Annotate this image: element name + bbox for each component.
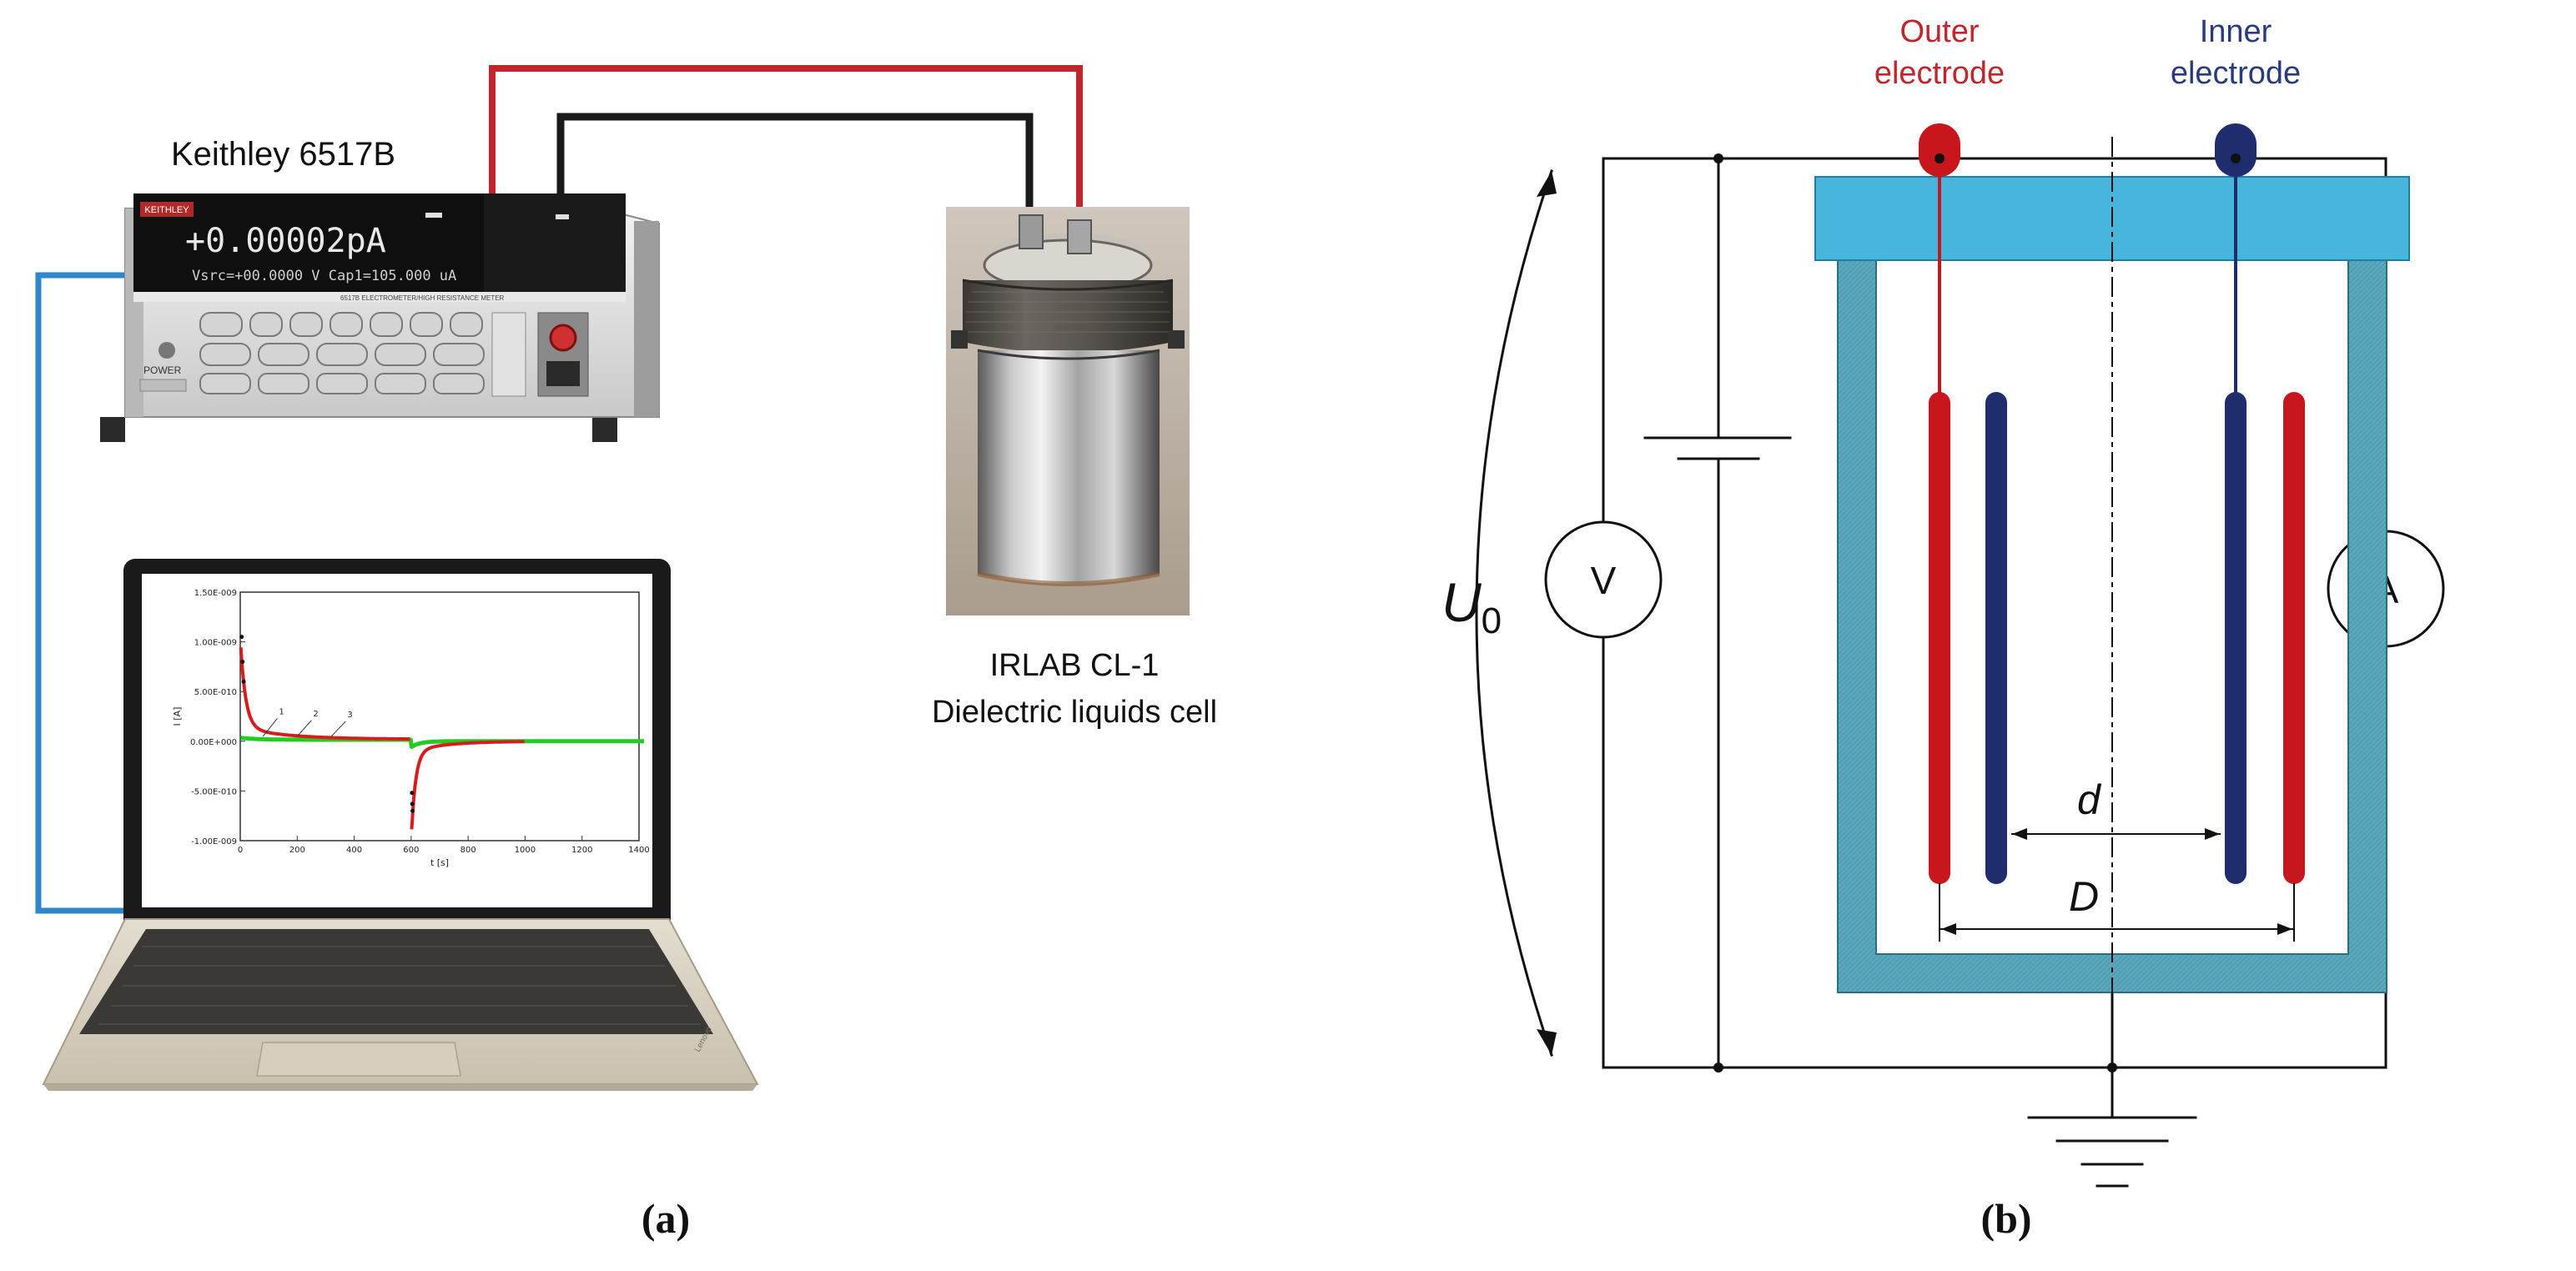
inner-electrode-label-1: Inner — [2200, 14, 2272, 49]
model-strip: 6517B ELECTROMETER/HIGH RESISTANCE METER — [340, 294, 505, 302]
panel-b: V A U0 — [1441, 14, 2445, 1242]
curve-label-leader — [296, 720, 312, 737]
dimension-d-label: d — [2077, 776, 2102, 823]
x-tick-label: 200 — [289, 846, 305, 855]
black-wire — [556, 113, 1034, 242]
x-tick-label: 1000 — [515, 846, 536, 855]
outer-electrode-left — [1929, 392, 1950, 884]
voltmeter-label: V — [1591, 559, 1617, 602]
cell-connector-inner — [1067, 219, 1092, 254]
data-point — [239, 635, 244, 640]
touchpad — [256, 1042, 461, 1077]
operate-button — [549, 324, 577, 352]
inner-electrode-left — [1985, 392, 2007, 884]
y-tick-label: 0.00E+000 — [190, 738, 237, 747]
data-point — [240, 659, 245, 664]
x-tick-label: 0 — [238, 846, 243, 855]
electrometer-title: Keithley 6517B — [171, 136, 395, 173]
caption-a: (a) — [641, 1195, 690, 1242]
data-point — [241, 679, 246, 684]
irlab-cell-photo — [946, 207, 1190, 615]
x-tick-label: 1400 — [628, 846, 649, 855]
curve-label-leader — [262, 718, 278, 737]
power-switch — [158, 342, 175, 359]
data-point — [410, 801, 415, 806]
voltage-symbol: U — [1441, 571, 1482, 633]
data-point — [410, 791, 415, 796]
caption-b: (b) — [1980, 1195, 2031, 1242]
curve-red-charge — [239, 647, 410, 741]
display-status-line: Vsrc=+00.0000 V Cap1=105.000 uA — [192, 268, 456, 284]
plot-frame — [239, 591, 640, 841]
voltage-label: U0 — [1441, 571, 1502, 641]
dimension-D-label: D — [2069, 873, 2099, 920]
y-tick-label: 1.50E-009 — [194, 589, 237, 598]
voltage-subscript: 0 — [1482, 600, 1502, 641]
outer-electrode-terminal — [1919, 123, 1960, 177]
curve-label: 2 — [313, 710, 318, 719]
x-tick-label: 600 — [403, 846, 419, 855]
laptop-screen-plot: 1.50E-009 1.00E-009 5.00E-010 0.00E+000 -5.0… — [172, 589, 650, 868]
voltmeter — [1544, 520, 1663, 639]
inner-electrode-right — [2225, 392, 2246, 884]
display-reading: +0.00002pA — [185, 222, 386, 260]
x-tick-label: 1200 — [571, 846, 592, 855]
keithley-electrometer: KEITHLEY +0.00002pA Vsrc=+00.0000 V Cap1… — [100, 193, 660, 442]
curve-green — [239, 736, 646, 749]
y-tick-label: -1.00E-009 — [191, 837, 237, 846]
front-panel-buttons — [199, 312, 485, 394]
power-label: POWER — [143, 364, 182, 376]
cell-connector-outer — [1019, 214, 1044, 249]
curve-red-discharge — [410, 740, 525, 830]
y-axis-label: I [A] — [172, 707, 183, 726]
cell-description: Dielectric liquids cell — [932, 695, 1217, 730]
red-wire — [489, 65, 1083, 242]
outer-electrode-label-2: electrode — [1874, 56, 2005, 91]
outer-electrode-right — [2283, 392, 2305, 884]
cell-name: IRLAB CL-1 — [990, 648, 1160, 683]
x-tick-label: 400 — [346, 846, 362, 855]
usb-cable — [35, 272, 158, 914]
y-tick-label: 1.00E-009 — [194, 639, 237, 648]
voltage-arrow — [1475, 169, 1553, 1057]
laptop: Lenovo — [42, 559, 759, 1091]
panel-a: Keithley 6517B KEITHLEY +0.00002pA Vsrc=… — [35, 65, 1217, 1242]
data-point — [410, 808, 415, 813]
y-tick-label: -5.00E-010 — [191, 787, 237, 796]
keyboard-keys — [98, 946, 701, 1025]
x-axis-label: t [s] — [430, 857, 449, 868]
curve-label-leader — [330, 721, 346, 737]
inner-electrode-terminal — [2215, 123, 2257, 177]
curve-label: 1 — [279, 708, 284, 717]
curve-label: 3 — [347, 711, 352, 720]
x-tick-label: 800 — [460, 846, 476, 855]
brand-badge: KEITHLEY — [144, 205, 189, 215]
y-tick-label: 5.00E-010 — [194, 688, 237, 697]
inner-electrode-label-2: electrode — [2171, 56, 2301, 91]
outer-electrode-label-1: Outer — [1899, 14, 1979, 49]
